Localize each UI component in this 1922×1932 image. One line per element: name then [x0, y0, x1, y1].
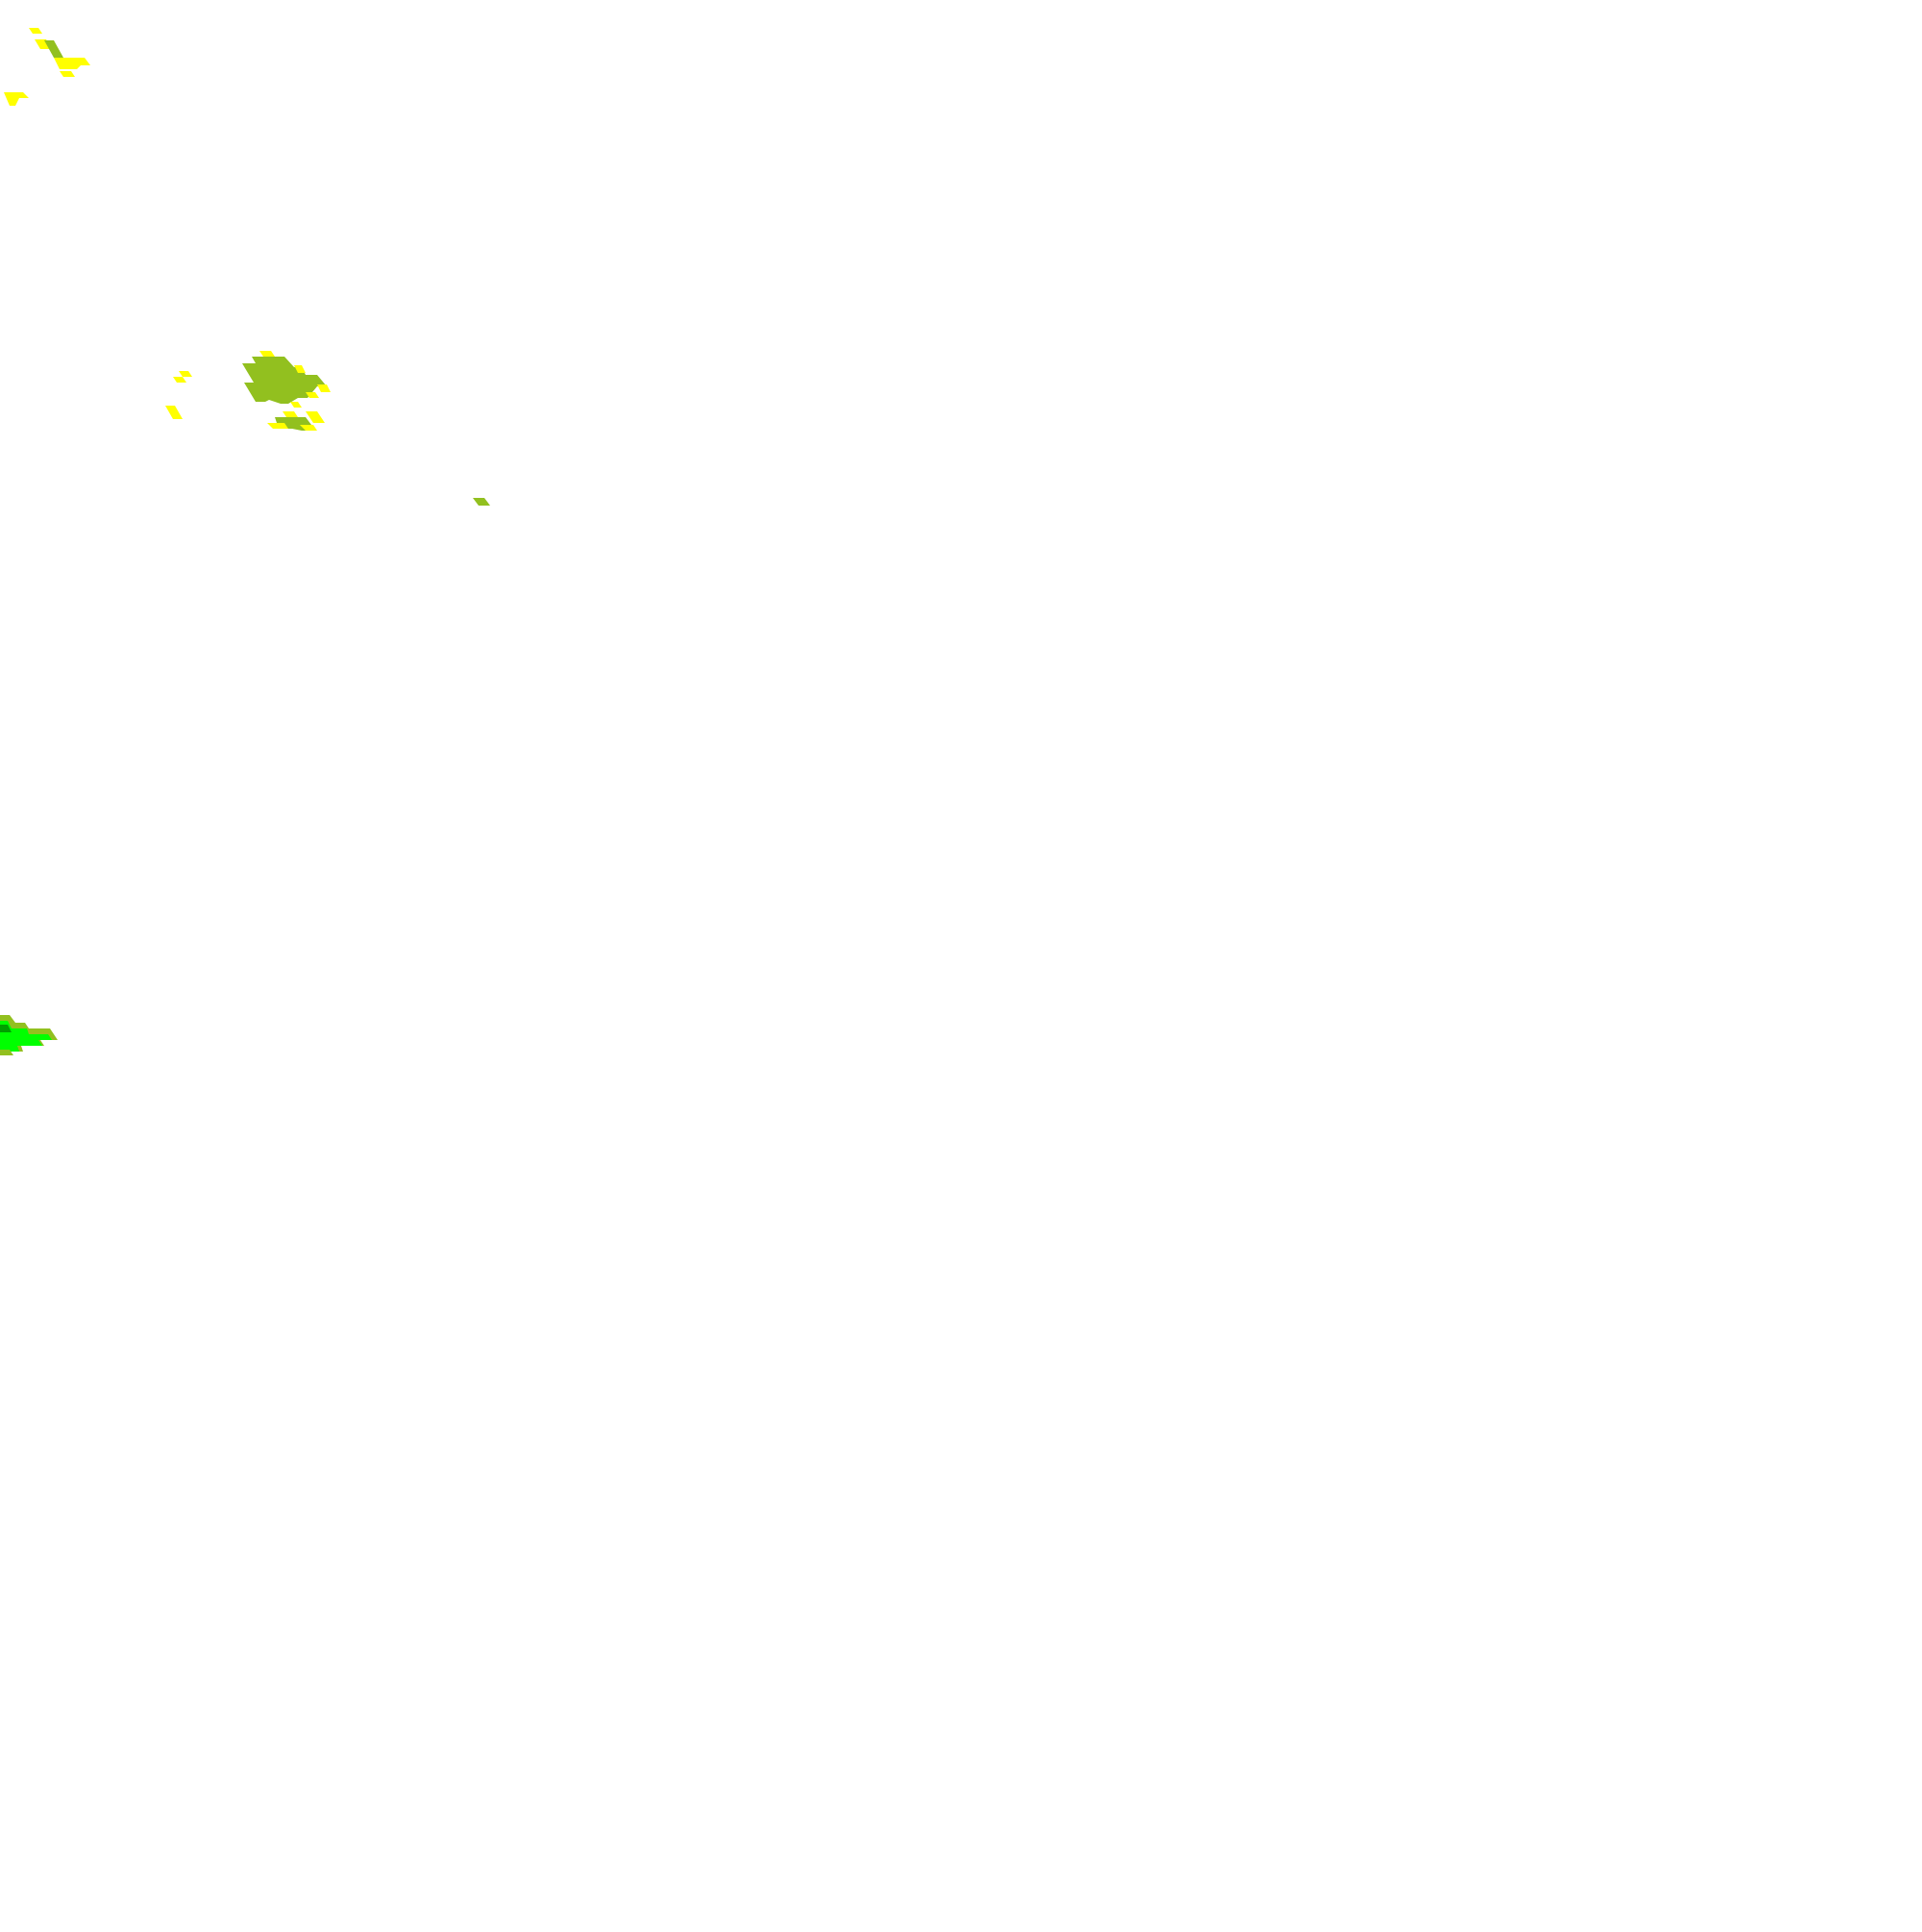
precip-cell — [294, 365, 306, 373]
precip-cell — [306, 392, 319, 398]
precip-cell — [306, 411, 325, 423]
precip-cell — [473, 498, 490, 506]
precip-cell — [317, 384, 331, 392]
precip-cell — [179, 371, 192, 377]
precip-cell — [60, 71, 75, 77]
southwest-band — [0, 1015, 58, 1055]
precip-cell — [242, 357, 327, 404]
northwest-cells — [4, 28, 90, 106]
precip-cell — [283, 411, 298, 417]
precip-cell — [165, 406, 183, 419]
precip-cell — [54, 58, 90, 69]
precip-cell — [259, 351, 275, 357]
precip-cell — [44, 40, 63, 58]
precip-cell — [267, 423, 288, 429]
precip-cell — [4, 92, 29, 106]
precip-cell — [29, 28, 42, 34]
precip-cell — [290, 402, 302, 408]
central-west-cells — [165, 351, 331, 431]
isolated-cell — [473, 498, 490, 506]
precip-cell — [0, 1025, 12, 1032]
precip-cell — [300, 425, 317, 431]
precip-cell — [0, 1021, 52, 1053]
precip-cell — [173, 377, 186, 383]
precip-cell — [0, 1050, 13, 1055]
